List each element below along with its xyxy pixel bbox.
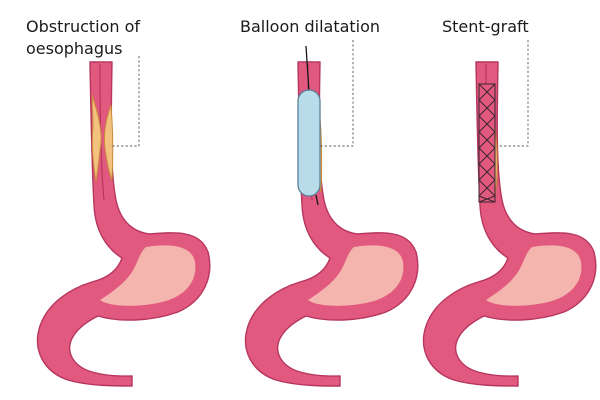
tumor-shape-right bbox=[103, 104, 114, 181]
leader-line bbox=[320, 40, 354, 147]
panel-stent: Stent-graft bbox=[422, 17, 597, 387]
leader-line bbox=[498, 40, 529, 147]
panel-balloon: Balloon dilatation bbox=[240, 17, 419, 387]
oesophagus-stomach-illustration bbox=[36, 61, 211, 387]
oesophagus-stomach-illustration bbox=[422, 61, 597, 387]
panel-title-line1: Obstruction of bbox=[26, 17, 140, 36]
panel-title-line1: Stent-graft bbox=[442, 17, 529, 36]
guide-wire bbox=[305, 45, 319, 206]
panel-title-line2: oesophagus bbox=[26, 39, 123, 58]
balloon-catheter bbox=[297, 89, 321, 197]
oesophagus-stomach-illustration bbox=[244, 45, 419, 387]
tumor-shape bbox=[91, 94, 102, 183]
leader-line bbox=[110, 56, 140, 147]
panel-title-line1: Balloon dilatation bbox=[240, 17, 380, 36]
panel-obstruction: Obstruction of oesophagus bbox=[26, 17, 211, 387]
stent-mesh bbox=[478, 83, 496, 203]
